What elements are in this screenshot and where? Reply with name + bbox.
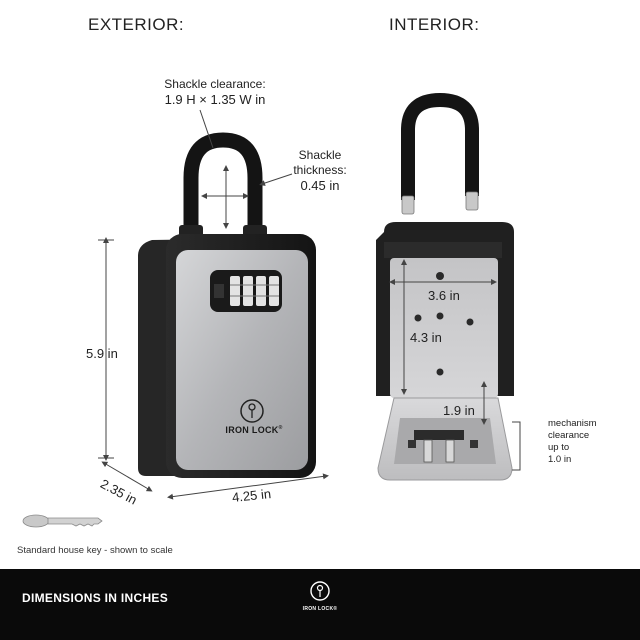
house-key-icon bbox=[22, 514, 103, 528]
interior-depth-dimension: 1.9 in bbox=[443, 403, 475, 418]
shackle-pin-left bbox=[401, 195, 415, 215]
interior-width-dimension: 3.6 in bbox=[428, 288, 460, 303]
exterior-shackle bbox=[183, 132, 263, 238]
footer-logo-icon bbox=[310, 581, 330, 601]
shackle-pin-right bbox=[465, 191, 479, 211]
brand-logo-icon bbox=[240, 399, 264, 423]
interior-cavity bbox=[390, 258, 498, 398]
interior-height-dimension: 4.3 in bbox=[410, 330, 442, 345]
shackle-thickness-label-line2: thickness: bbox=[293, 163, 347, 177]
dial-button bbox=[214, 284, 224, 298]
lock-mechanism bbox=[408, 430, 478, 463]
mechanism-clearance-line2: clearance bbox=[548, 430, 590, 441]
shackle-clearance-value: 1.9 H × 1.35 W in bbox=[164, 92, 266, 107]
shackle-thickness-label-line1: Shackle bbox=[298, 148, 342, 162]
width-arrow bbox=[167, 473, 329, 500]
exterior-heading: EXTERIOR: bbox=[88, 15, 185, 34]
mechanism-bracket bbox=[512, 421, 521, 471]
mechanism-clearance-line4: 1.0 in bbox=[548, 454, 572, 465]
door-inner-panel bbox=[394, 418, 496, 464]
footer-bar: DIMENSIONS IN INCHES IRON LOCK® bbox=[0, 569, 640, 640]
shackle-thickness-leader bbox=[259, 173, 293, 186]
interior-shackle bbox=[401, 92, 479, 200]
key-caption: Standard house key - shown to scale bbox=[17, 545, 173, 556]
shackle-clearance-label: Shackle clearance: bbox=[164, 77, 266, 91]
height-dimension: 5.9 in bbox=[86, 346, 118, 361]
footer-logo-text: IRON LOCK® bbox=[302, 606, 338, 612]
exterior-lockbox bbox=[138, 132, 316, 478]
depth-arrow bbox=[101, 461, 153, 492]
brand-name-face: IRON LOCK® bbox=[225, 425, 283, 435]
lockbox-illustration bbox=[22, 92, 521, 528]
footer-title: DIMENSIONS IN INCHES bbox=[22, 591, 169, 605]
combination-dials bbox=[230, 276, 279, 306]
shackle-clearance-leader bbox=[199, 109, 214, 149]
shackle-thickness-value: 0.45 in bbox=[300, 178, 340, 193]
mechanism-clearance-line1: mechanism bbox=[548, 418, 597, 429]
mounting-holes bbox=[414, 272, 474, 376]
interior-lockbox bbox=[376, 92, 514, 481]
mechanism-clearance-line3: up to bbox=[548, 442, 570, 453]
interior-heading: INTERIOR: bbox=[389, 15, 480, 34]
